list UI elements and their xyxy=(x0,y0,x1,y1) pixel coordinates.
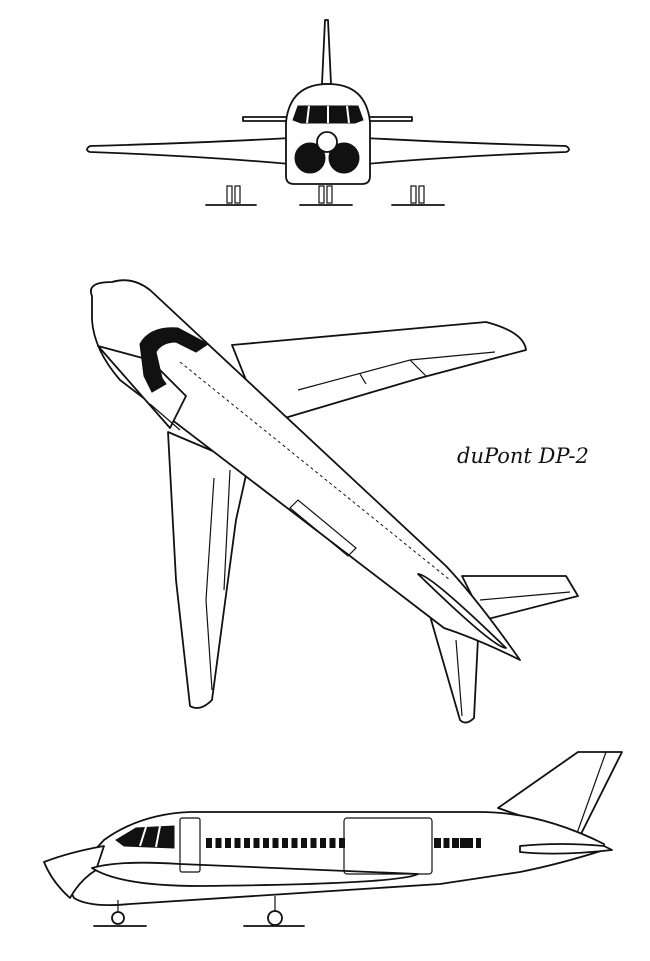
plan-engine-pod xyxy=(97,345,187,429)
side-nose-intake xyxy=(43,845,105,899)
front-engine-right xyxy=(328,142,360,174)
passenger-window xyxy=(215,838,222,848)
passenger-window xyxy=(291,838,298,848)
side-fuselage xyxy=(70,811,605,907)
front-landing-gear xyxy=(205,185,445,206)
side-view xyxy=(43,751,623,927)
plan-exhaust xyxy=(417,573,507,649)
front-wing-right xyxy=(365,137,570,165)
passenger-window xyxy=(444,838,449,848)
passenger-window xyxy=(452,838,457,848)
plan-view xyxy=(90,279,579,724)
side-nacelle xyxy=(91,861,419,887)
passenger-window xyxy=(329,838,336,848)
plan-fuselage xyxy=(90,279,521,661)
passenger-window xyxy=(234,838,241,848)
side-passenger-windows xyxy=(206,838,481,848)
front-engine-top xyxy=(316,131,338,153)
passenger-window xyxy=(282,838,288,848)
passenger-window xyxy=(253,838,260,848)
aircraft-caption: duPont DP-2 xyxy=(457,444,589,468)
passenger-window xyxy=(206,838,212,848)
passenger-window xyxy=(339,838,345,848)
front-wing-left xyxy=(86,137,291,165)
side-exhaust xyxy=(519,843,613,855)
passenger-window xyxy=(272,838,279,848)
passenger-window xyxy=(436,838,441,848)
front-engine-left xyxy=(294,142,326,174)
front-view xyxy=(86,19,570,206)
plan-wing-upper xyxy=(231,321,527,421)
passenger-window xyxy=(244,838,250,848)
passenger-window xyxy=(460,838,465,848)
passenger-window xyxy=(263,838,269,848)
passenger-window xyxy=(225,838,231,848)
side-front-door xyxy=(179,817,201,873)
passenger-window xyxy=(462,838,469,848)
passenger-window xyxy=(476,838,481,848)
passenger-window xyxy=(468,838,473,848)
plan-tail-lower xyxy=(429,615,479,724)
passenger-window xyxy=(301,838,307,848)
passenger-window xyxy=(320,838,326,848)
front-fin xyxy=(321,19,332,85)
side-landing-gear xyxy=(93,896,305,927)
passenger-window xyxy=(310,838,317,848)
plan-cockpit xyxy=(139,327,209,393)
